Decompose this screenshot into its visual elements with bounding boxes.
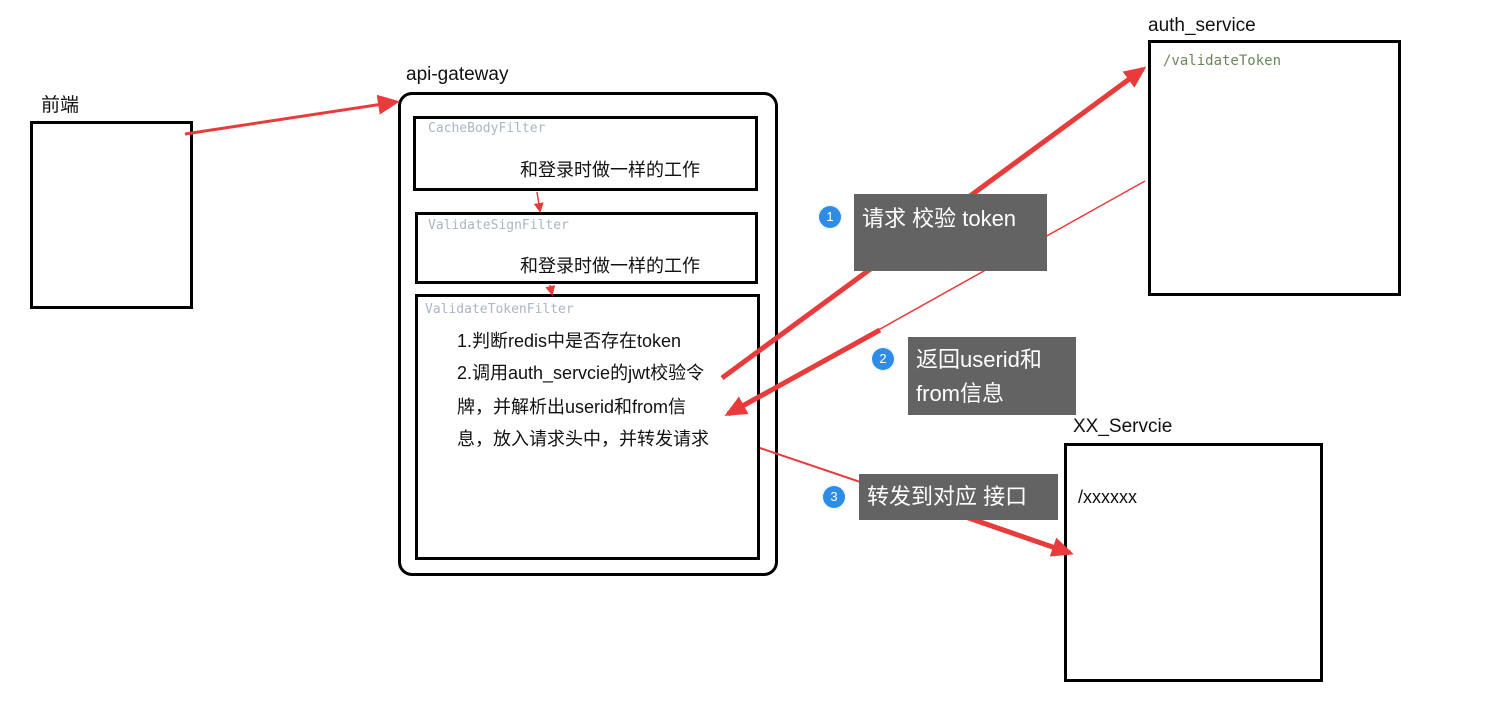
gateway-title: api-gateway — [406, 64, 509, 85]
validate-token-line-2: 2.调用auth_servcie的jwt校验令 — [457, 363, 705, 383]
auth-service-endpoint: /validateToken — [1163, 53, 1282, 69]
gateway-box — [398, 92, 778, 576]
cache-body-filter-box — [413, 116, 758, 191]
step-3-note: 转发到对应 接口 — [859, 474, 1058, 520]
step-1-text: 请求 校验 token — [862, 206, 1017, 231]
cache-body-filter-name: CacheBodyFilter — [428, 121, 546, 136]
arrow-filter1-to-filter2 — [533, 191, 544, 213]
step-2-badge: 2 — [871, 347, 895, 371]
step-2-note: 返回userid和 from信息 — [908, 337, 1076, 415]
arrow-return-userid-head — [724, 327, 882, 417]
cache-body-filter-text: 和登录时做一样的工作 — [520, 160, 700, 180]
arrow-filter2-to-filter3 — [545, 284, 556, 296]
auth-service-title: auth_service — [1148, 15, 1256, 36]
frontend-title: 前端 — [41, 95, 80, 116]
step-2-line-1: 返回userid和 — [916, 347, 1042, 372]
xx-service-title: XX_Servcie — [1073, 416, 1173, 437]
step-2-line-2: from信息 — [916, 381, 1005, 406]
step-3-text: 转发到对应 接口 — [867, 484, 1028, 509]
step-1-badge: 1 — [818, 205, 842, 229]
xx-service-endpoint: /xxxxxx — [1078, 487, 1138, 507]
frontend-box — [30, 121, 193, 309]
step-3-badge: 3 — [822, 485, 846, 509]
step-1-note: 请求 校验 token — [854, 194, 1047, 271]
validate-token-line-1: 1.判断redis中是否存在token — [457, 331, 682, 351]
auth-service-box — [1148, 40, 1401, 296]
arrow-forward-to-service-head — [959, 512, 1074, 557]
validate-sign-filter-box — [415, 212, 758, 284]
validate-token-filter-name: ValidateTokenFilter — [425, 302, 574, 317]
arrow-frontend-to-gateway — [184, 94, 400, 136]
validate-token-line-4: 息，放入请求头中，并转发请求 — [457, 429, 709, 449]
validate-token-filter-box — [415, 294, 760, 560]
validate-sign-filter-text: 和登录时做一样的工作 — [520, 256, 700, 276]
validate-sign-filter-name: ValidateSignFilter — [428, 218, 569, 233]
validate-token-line-3: 牌，并解析出userid和from信 — [457, 397, 687, 417]
xx-service-box — [1064, 443, 1323, 682]
